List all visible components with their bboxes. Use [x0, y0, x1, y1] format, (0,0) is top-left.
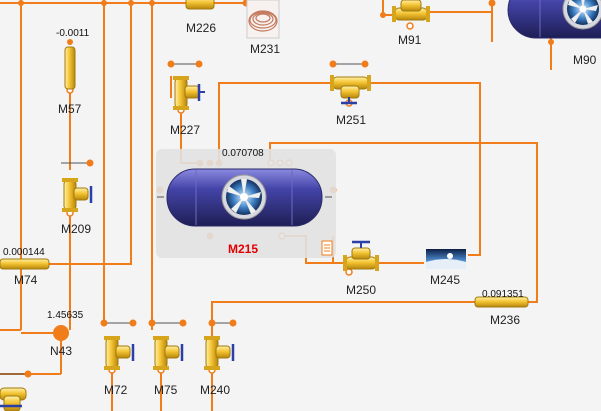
fan-icon — [221, 174, 267, 220]
label-m250: M250 — [346, 283, 377, 297]
valve-m209[interactable] — [62, 178, 93, 212]
label-m226: M226 — [186, 21, 217, 35]
tank-m90[interactable] — [507, 0, 601, 39]
label-m245: M245 — [430, 273, 461, 287]
label-m231: M231 — [250, 42, 281, 56]
pipe-element-m74[interactable] — [0, 258, 50, 270]
flow-meter-icon[interactable] — [321, 240, 333, 256]
node-icon[interactable] — [21, 325, 69, 375]
value-m57: -0.0011 — [56, 28, 90, 39]
valve-m250[interactable] — [343, 240, 379, 271]
label-m209: M209 — [61, 222, 92, 236]
value-m74: 0.000144 — [3, 247, 45, 258]
pipe-element-m236[interactable] — [474, 296, 529, 308]
label-m251: M251 — [336, 113, 367, 127]
valve-m227[interactable] — [173, 76, 205, 110]
pipe-segment — [218, 82, 333, 163]
pipe-element-m226[interactable] — [185, 0, 215, 10]
valve-m91[interactable] — [392, 0, 430, 22]
label-m236: M236 — [490, 313, 521, 327]
pipe-network — [0, 0, 552, 411]
fan-icon — [562, 0, 601, 30]
value-n43: 1.45635 — [47, 310, 84, 321]
label-m75: M75 — [154, 383, 178, 397]
label-m240: M240 — [200, 383, 231, 397]
pipe-segment — [368, 82, 481, 256]
pipe-segment — [0, 0, 22, 331]
valve-m240[interactable] — [204, 336, 235, 370]
value-m236: 0.091351 — [482, 289, 524, 300]
landscape-image-icon[interactable] — [426, 249, 466, 269]
label-m74: M74 — [14, 273, 38, 287]
label-m57: M57 — [58, 102, 82, 116]
valve-m75[interactable] — [153, 336, 184, 370]
label-n43: N43 — [50, 344, 73, 358]
tank-m215[interactable] — [157, 168, 332, 227]
valve-partial[interactable] — [0, 387, 27, 411]
heat-exchanger-coil-icon[interactable] — [246, 0, 280, 39]
label-m91: M91 — [398, 33, 422, 47]
label-m90: M90 — [573, 53, 597, 67]
label-m227: M227 — [170, 123, 201, 137]
pipe-element-m57[interactable] — [64, 46, 76, 90]
label-m72: M72 — [104, 383, 128, 397]
valve-m251[interactable] — [330, 75, 371, 105]
value-m215: 0.070708 — [222, 148, 264, 159]
valve-m72[interactable] — [104, 336, 135, 370]
pipe-segment — [211, 301, 475, 411]
label-m215: M215 — [228, 242, 259, 256]
